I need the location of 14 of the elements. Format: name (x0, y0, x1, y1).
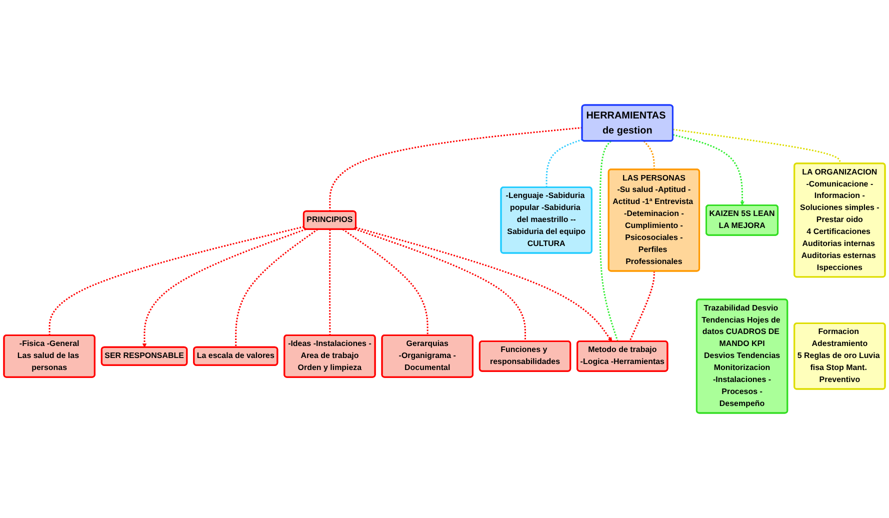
connector (48, 226, 304, 336)
connector (599, 140, 618, 342)
arrow (672, 134, 744, 206)
connector (628, 271, 655, 342)
connector (235, 228, 318, 348)
connector (329, 126, 582, 212)
connector (342, 228, 428, 336)
connector (643, 140, 655, 170)
arrow (356, 226, 612, 342)
connector (672, 128, 841, 164)
arrow (142, 228, 306, 348)
connector (546, 138, 583, 188)
connector (329, 229, 331, 336)
connector (354, 228, 526, 342)
